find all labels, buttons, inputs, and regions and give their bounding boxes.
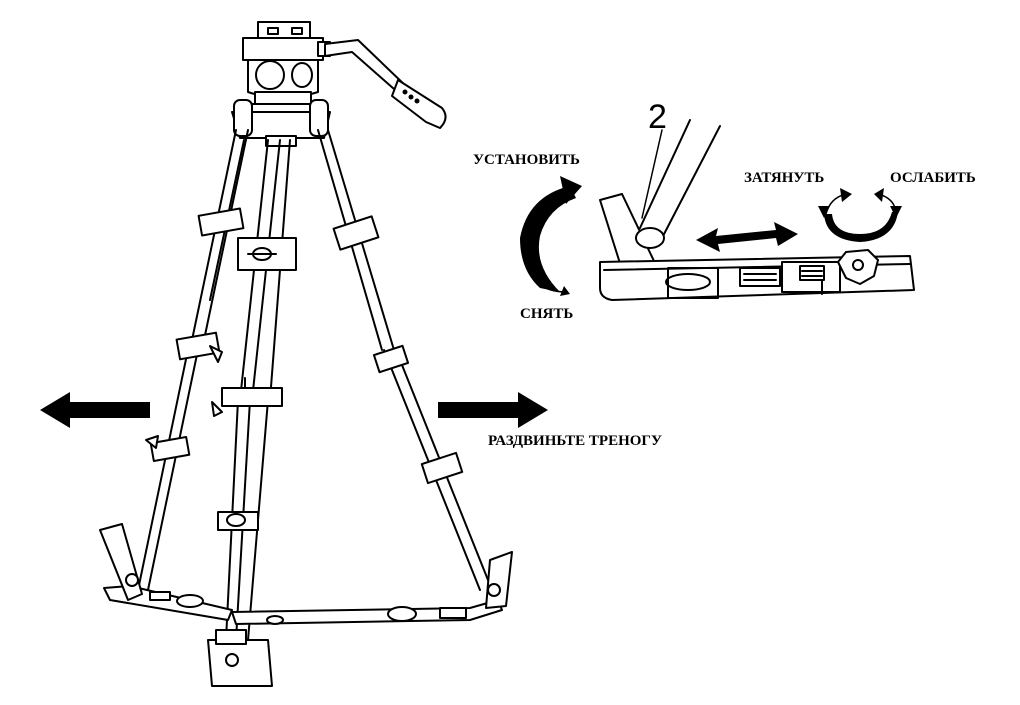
step-number-pointer <box>641 129 663 219</box>
tighten-loosen-arrow <box>818 188 902 242</box>
tripod-leg-center <box>211 139 297 641</box>
remove-label: СНЯТЬ <box>520 306 574 322</box>
tripod-leg-right <box>317 129 493 591</box>
install-label: УСТАНОВИТЬ <box>473 152 580 168</box>
tripod-leg-left <box>137 129 249 591</box>
spreader-detail-illustration <box>599 119 915 301</box>
tripod-illustration <box>99 21 513 687</box>
step-number: 2 <box>648 98 667 136</box>
tripod-top-casting <box>231 99 331 147</box>
spread-arrow-right <box>438 392 548 428</box>
tighten-label: ЗАТЯНУТЬ <box>744 170 825 186</box>
slide-double-arrow <box>696 222 798 252</box>
tripod-feet <box>99 523 513 687</box>
pan-handle <box>324 39 447 129</box>
ground-spreader <box>103 585 503 625</box>
spread-tripod-label: РАЗДВИНЬТЕ ТРЕНОГУ <box>488 433 662 449</box>
install-remove-rotation-arrow <box>520 176 582 296</box>
loosen-label: ОСЛАБИТЬ <box>890 170 976 186</box>
spread-arrow-left <box>40 392 150 428</box>
